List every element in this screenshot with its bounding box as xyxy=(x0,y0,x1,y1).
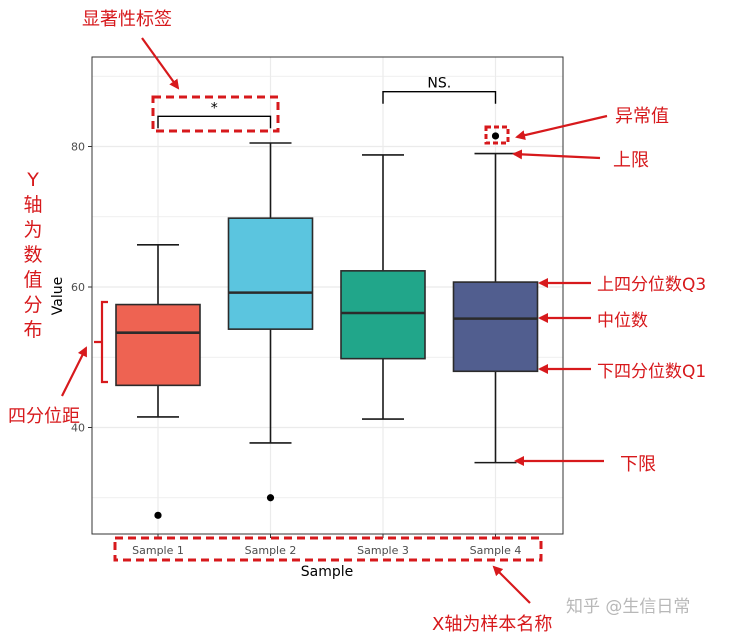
significance-brackets: * NS. xyxy=(157,76,497,129)
outlier-annotation: 异常值 xyxy=(615,106,669,127)
sig-label-arrow xyxy=(141,37,180,90)
y-axis-annotation-char: 轴 xyxy=(23,194,42,216)
significance-label: NS. xyxy=(427,76,451,92)
y-axis-annotation-char: 分 xyxy=(23,294,42,316)
x-tick-label: Sample 3 xyxy=(357,544,409,557)
y-axis-annotation-char: 布 xyxy=(23,319,42,341)
x-tick-label: Sample 4 xyxy=(470,544,522,557)
significance-bracket xyxy=(382,91,497,104)
panel-border xyxy=(91,56,564,535)
box-4 xyxy=(452,132,539,464)
box-body xyxy=(340,270,426,360)
outlier-dashed-box xyxy=(484,125,510,145)
x-axis-dashed-box xyxy=(113,536,543,562)
x-tick-label: Sample 2 xyxy=(245,544,297,557)
lower-limit-annotation: 下限 xyxy=(620,454,656,475)
x-tick-label: Sample 1 xyxy=(132,544,184,557)
outlier-point xyxy=(154,511,162,519)
outlier-point xyxy=(266,494,275,502)
box-3 xyxy=(340,154,426,420)
x-axis-arrow xyxy=(492,565,531,604)
iqr-annotation: 四分位距 xyxy=(8,406,80,427)
x-axis-annotation: X轴为样本名称 xyxy=(432,614,552,635)
box-body xyxy=(227,217,314,330)
y-tick-label: 60 xyxy=(71,281,85,294)
y-tick-label: 80 xyxy=(71,141,85,154)
plot-area: * NS. xyxy=(91,56,564,535)
box-body xyxy=(115,303,201,387)
upper-limit-annotation: 上限 xyxy=(613,150,649,171)
significance-bracket xyxy=(157,115,272,129)
iqr-bracket xyxy=(94,300,108,384)
q3-annotation: 上四分位数Q3 xyxy=(597,275,706,295)
y-axis-annotation-char: 为 xyxy=(23,219,42,241)
median-annotation: 中位数 xyxy=(597,311,648,331)
iqr-arrow xyxy=(61,346,87,397)
box-body xyxy=(452,281,539,373)
y-tick-label: 40 xyxy=(71,422,85,435)
watermark: 知乎 @生信日常 xyxy=(566,597,690,617)
box-2 xyxy=(227,142,314,502)
box-1 xyxy=(115,244,201,519)
y-axis-title: Value xyxy=(50,277,66,315)
significance-label: * xyxy=(211,100,218,116)
x-axis-title: Sample xyxy=(301,564,354,580)
y-axis-annotation-char: 数 xyxy=(23,244,42,266)
q1-annotation: 下四分位数Q1 xyxy=(597,362,706,382)
annotations: 显著性标签 异常值 上限 上四分位数Q3 中位数 下四分位数Q1 下限 Y轴为数… xyxy=(8,9,706,635)
box-series xyxy=(115,132,539,519)
sig-label-annotation: 显著性标签 xyxy=(82,9,172,30)
outlier-point xyxy=(491,132,500,140)
y-axis-annotation-char: 值 xyxy=(23,269,42,291)
upper-limit-arrow xyxy=(512,149,601,160)
sig-label-dashed-box xyxy=(151,95,280,133)
y-axis-annotation-char: Y xyxy=(26,169,39,191)
outlier-arrow xyxy=(515,114,608,141)
